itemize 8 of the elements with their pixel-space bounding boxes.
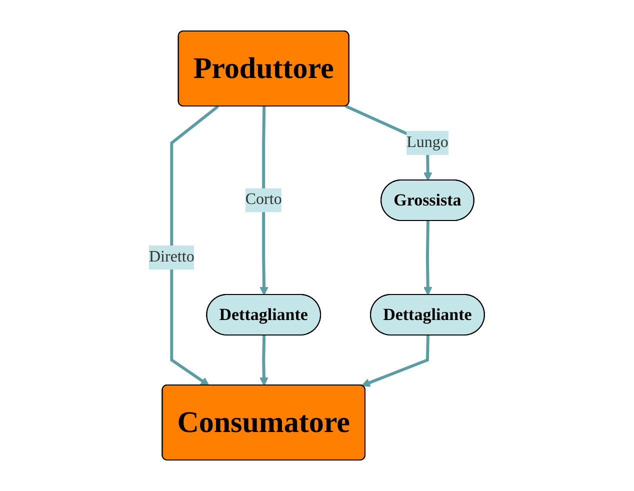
edge-label: Corto xyxy=(246,191,282,208)
arrow xyxy=(170,105,220,386)
edge-label: Lungo xyxy=(406,134,449,152)
arrow xyxy=(260,335,269,386)
arrow xyxy=(362,335,430,387)
arrow xyxy=(260,106,269,296)
edge-label: Diretto xyxy=(149,248,195,266)
arrow xyxy=(424,220,433,296)
